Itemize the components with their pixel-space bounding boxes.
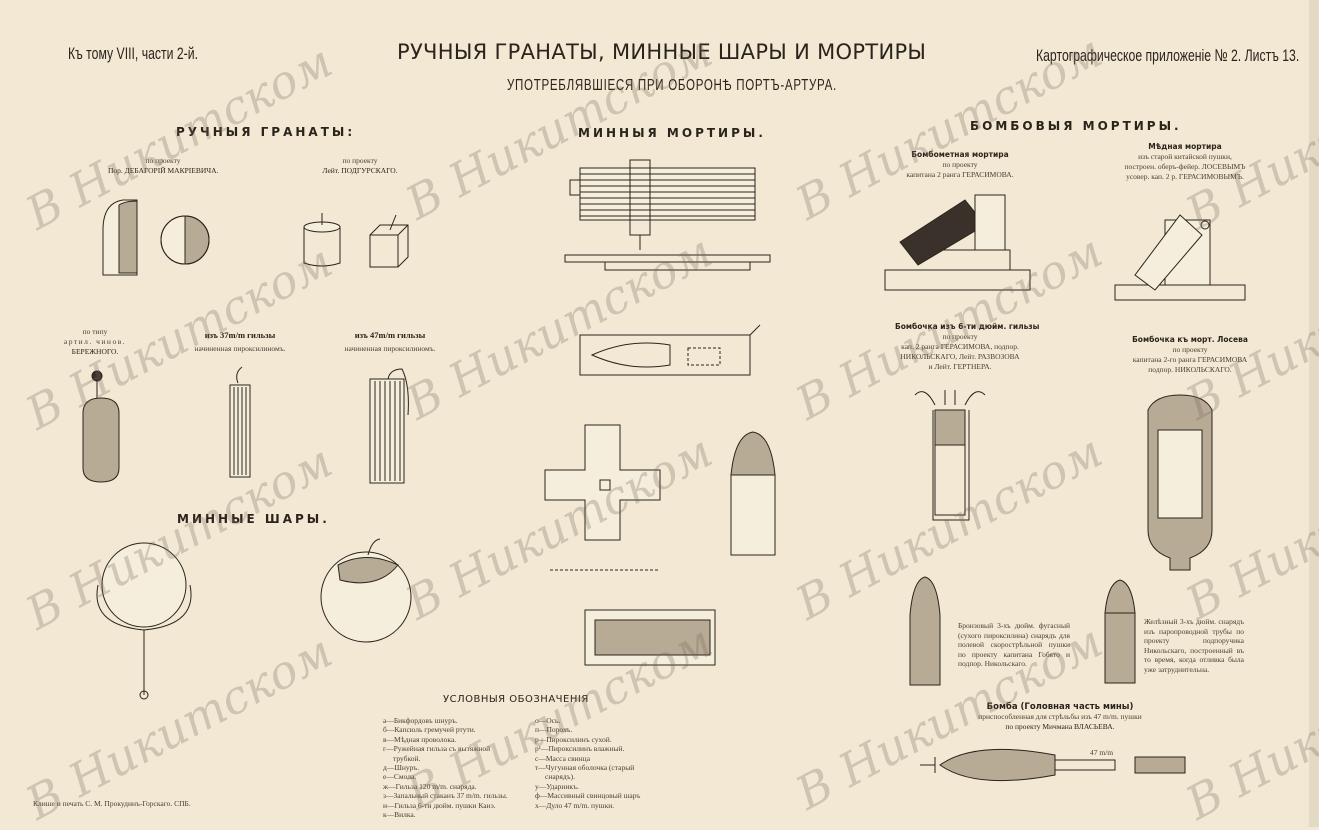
legend-item: ж—Гильза 120 m/m. снаряда.: [383, 781, 477, 791]
podgursky-grenade-drawing: [303, 213, 409, 268]
caption-line: капитана 2 ранга ГЕРАСИМОВА.: [906, 170, 1014, 179]
legend-item: а—Бикфордовъ шнуръ.: [383, 716, 458, 725]
caption-title: Бомбочка изъ 6-ти дюйм. гильзы: [895, 322, 1040, 331]
lead-mine-ball-drawing: [320, 538, 412, 643]
legend-item: б—Капсюль гремучей ртути.: [383, 725, 476, 735]
legend-item: ф—Массивный свинцовый шаръ: [535, 791, 641, 801]
caption-line: подпор. НИКОЛЬСКАГО.: [1148, 365, 1232, 374]
caption-line: кап. 2 ранга ГЕРАСИМОВА, подпор.: [901, 342, 1019, 351]
caption-line: усовер. кап. 2 р. ГЕРАСИМОВЫМЪ.: [1126, 172, 1244, 181]
mine-balls-heading: МИННЫЕ ШАРЫ.: [177, 512, 330, 526]
legend-item: в—Мѣдная проволока.: [383, 734, 457, 744]
caption-copper-mortar: Мѣдная мортира изъ старой китайской пушк…: [1115, 142, 1255, 182]
legend-item: р¹—Пироксилинъ влажный.: [535, 744, 625, 754]
caption-title: Бомбометная мортира: [911, 150, 1009, 159]
page-edge: [1309, 0, 1319, 827]
caption-vlasev-bomb: Бомба (Головная часть мины) приспособлен…: [960, 702, 1160, 732]
caption-line: капитана 2-го ранга ГЕРАСИМОВА: [1132, 355, 1248, 364]
caption-line: и Лейт. ГЕРТНЕРА.: [928, 362, 992, 371]
mine-tube-drawing: [584, 609, 716, 666]
caption-line: БЕРЕЖНОГО.: [71, 347, 119, 356]
caption-47mm: изъ 47m/m гильзы начиненная пироксилином…: [330, 330, 450, 354]
mine-mortar-plan-drawing: [544, 424, 661, 571]
volume-reference: Къ тому VIII, части 2-й.: [68, 44, 198, 63]
legend-item: снарядъ).: [545, 772, 575, 782]
caption-line: построен. оберъ-фейер. ЛОСЕВЫМЪ: [1124, 162, 1246, 171]
legend-item: к—Вилка.: [383, 810, 416, 820]
copper-mortar-drawing: [1114, 214, 1246, 301]
legend-item: т—Чугунная оболочка (старый: [535, 763, 635, 773]
bronze-shell-drawing: [909, 576, 941, 686]
mine-ball-with-stand-drawing: [96, 542, 192, 700]
iron-shell-note: Желѣзный 3-хъ дюйм. снарядъ изъ паропров…: [1144, 617, 1244, 674]
legend-item: с—Масса свинца: [535, 753, 591, 763]
mine-projectile-drawing: [730, 431, 776, 556]
legend-item: е—Смола.: [383, 772, 417, 782]
caption-debagory: по проекту Пор. ДЕБАГОРІЙ МАКРІЕВИЧА.: [108, 156, 218, 176]
caption-line: артил. чинов.: [63, 337, 127, 346]
legend-item: п—Порохъ.: [535, 725, 573, 735]
caption-line: приспособленная для стрѣльбы изъ 47 m/m.…: [978, 712, 1142, 721]
legend-item: и—Гильза 6-ти дюйм. пушки Канэ.: [383, 800, 496, 810]
legend-item: о—Ось.: [535, 716, 561, 725]
mine-mortar-side-drawing: [564, 159, 771, 271]
caption-title: Бомбочка къ морт. Лосева: [1132, 335, 1248, 344]
caption-line: по проекту Мичмана ВЛАСЬЕВА.: [1005, 722, 1115, 731]
caption-line: начиненная пироксилиномъ.: [344, 344, 436, 353]
mine-mortar-section-drawing: [579, 324, 761, 376]
47mm-grenade-drawing: [369, 368, 409, 484]
berezhnoy-grenade-drawing: [82, 370, 120, 483]
caption-line: по проекту: [145, 156, 181, 165]
caption-line: по проекту: [942, 160, 978, 169]
iron-shell-drawing: [1104, 579, 1136, 684]
legend-item: г—Ружейная гильза съ вытяжной: [383, 744, 491, 754]
legend-item: р—Пироксилинъ сухой.: [535, 734, 612, 744]
bomb-mortar-drawing: [884, 194, 1031, 291]
caption-line: Лейт. ПОДГУРСКАГО.: [322, 166, 398, 175]
legend-left-column: а—Бикфордовъ шнуръ. б—Капсюль гремучей р…: [383, 716, 508, 819]
caption-line: НИКОЛЬСКАГО, Лейт. РАЗВОЗОВА: [900, 352, 1020, 361]
legend-right-column: о—Ось. п—Порохъ. р—Пироксилинъ сухой. р¹…: [535, 716, 640, 810]
losev-bomb-drawing: [1147, 394, 1213, 571]
page-subtitle: УПОТРЕБЛЯВШІЕСЯ ПРИ ОБОРОНѢ ПОРТЪ-АРТУРА…: [507, 77, 837, 94]
caption-line: начиненная пироксилиномъ.: [194, 344, 286, 353]
caption-line: Пор. ДЕБАГОРІЙ МАКРІЕВИЧА.: [108, 166, 219, 175]
caption-title: Мѣдная мортира: [1148, 142, 1222, 151]
caption-losev-bomb: Бомбочка къ морт. Лосева по проекту капи…: [1125, 335, 1255, 375]
debagory-grenade-drawing: [102, 199, 210, 276]
caliber-dimension-label: 47 m/m: [1090, 748, 1114, 757]
legend-item: д—Шнуръ.: [383, 763, 420, 773]
legend-item: у—Ударникъ.: [535, 781, 579, 791]
hand-grenades-heading: РУЧНЫЯ ГРАНАТЫ:: [176, 125, 356, 139]
mine-mortars-heading: МИННЫЯ МОРТИРЫ.: [578, 126, 766, 140]
legend-item: х—Дуло 47 m/m. пушки.: [535, 800, 615, 810]
caption-line: изъ старой китайской пушки,: [1138, 152, 1232, 161]
37mm-grenade-drawing: [229, 366, 251, 478]
caption-line: изъ 37m/m гильзы: [204, 330, 276, 340]
appendix-label: Картографическое приложеніе № 2. Листъ 1…: [1036, 46, 1300, 65]
vlasev-bomb-drawing: [920, 748, 1186, 782]
caption-podgursky: по проекту Лейт. ПОДГУРСКАГО.: [305, 156, 415, 176]
printer-credit: Клише и печать С. М. Прокудинъ-Горскаго.…: [33, 799, 191, 808]
bronze-shell-note: Бронзовый 3-хъ дюйм. фугасный (сухого пи…: [958, 621, 1070, 668]
caption-berezhnoy: по типу артил. чинов. БЕРЕЖНОГО.: [60, 327, 130, 357]
caption-6inch-bomb: Бомбочка изъ 6-ти дюйм. гильзы по проект…: [895, 322, 1040, 372]
caption-37mm: изъ 37m/m гильзы начиненная пироксилином…: [180, 330, 300, 354]
legend-item: з—Запальный стаканъ 37 m/m. гильзы.: [383, 791, 508, 801]
caption-bomb-mortar: Бомбометная мортира по проекту капитана …: [890, 150, 1030, 180]
page-title: РУЧНЫЯ ГРАНАТЫ, МИННЫЕ ШАРЫ И МОРТИРЫ: [397, 40, 927, 64]
bomb-mortars-heading: БОМБОВЫЯ МОРТИРЫ.: [970, 119, 1182, 133]
caption-line: по проекту: [1172, 345, 1208, 354]
caption-line: по типу: [82, 327, 108, 336]
caption-line: по проекту: [942, 332, 978, 341]
caption-line: изъ 47m/m гильзы: [354, 330, 426, 340]
legend-title: УСЛОВНЫЯ ОБОЗНАЧЕНІЯ: [443, 694, 589, 705]
6inch-bomb-drawing: [914, 390, 986, 521]
caption-title: Бомба (Головная часть мины): [986, 702, 1134, 712]
legend-item: трубкой.: [393, 753, 421, 763]
caption-line: по проекту: [342, 156, 378, 165]
